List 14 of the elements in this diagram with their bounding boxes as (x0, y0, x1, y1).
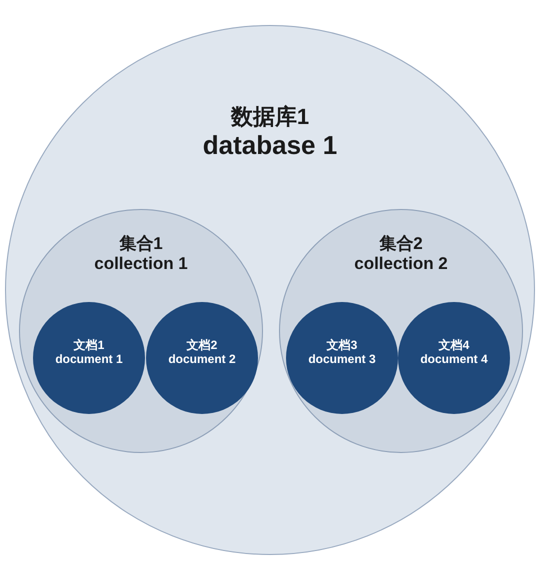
subheading-text: database 1 (202, 130, 338, 162)
heading-text: 文档4 (438, 338, 470, 352)
heading-text: 文档1 (74, 338, 104, 352)
subheading-text: document 3 (308, 352, 376, 367)
subheading-text: document 1 (55, 352, 123, 367)
heading-text: 文档3 (326, 338, 358, 352)
subheading-text: document 2 (168, 352, 236, 367)
heading-text: 文档2 (186, 338, 218, 352)
heading-text: 集合1 (119, 234, 163, 254)
heading-text: 集合2 (379, 234, 423, 254)
heading-text: 数据库1 (230, 104, 310, 130)
subheading-text: document 4 (420, 352, 488, 367)
subheading-text: collection 2 (354, 254, 448, 275)
subheading-text: collection 1 (94, 254, 188, 275)
